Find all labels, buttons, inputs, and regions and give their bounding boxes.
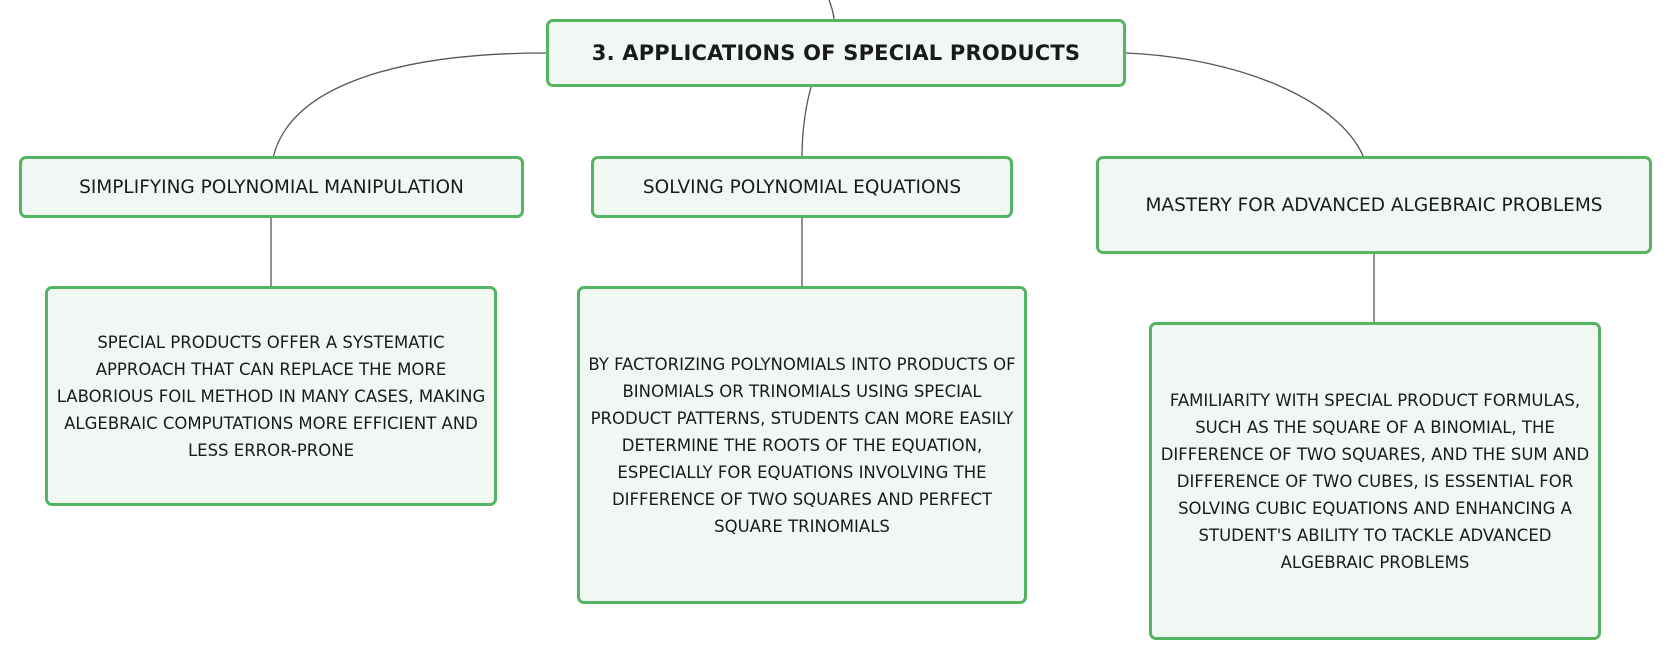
detail-solving-polynomial-equations[interactable]: BY FACTORIZING POLYNOMIALS INTO PRODUCTS… (577, 286, 1027, 604)
branch-label: MASTERY FOR ADVANCED ALGEBRAIC PROBLEMS (1145, 194, 1603, 216)
detail-mastery-advanced-algebraic-problems[interactable]: FAMILIARITY WITH SPECIAL PRODUCT FORMULA… (1149, 322, 1601, 640)
connector-parent-to-root (828, 0, 835, 20)
branch-label: SOLVING POLYNOMIAL EQUATIONS (642, 176, 962, 198)
branch-label: SIMPLIFYING POLYNOMIAL MANIPULATION (79, 176, 464, 198)
detail-simplifying-polynomial-manipulation[interactable]: SPECIAL PRODUCTS OFFER A SYSTEMATIC APPR… (45, 286, 497, 506)
detail-text: BY FACTORIZING POLYNOMIALS INTO PRODUCTS… (588, 354, 1016, 536)
root-topic[interactable]: 3. APPLICATIONS OF SPECIAL PRODUCTS (546, 19, 1126, 87)
branch-simplifying-polynomial-manipulation[interactable]: SIMPLIFYING POLYNOMIAL MANIPULATION (19, 156, 524, 218)
connector-root-to-simplifying (272, 52, 547, 159)
connector-root-to-mastery (1125, 52, 1365, 159)
detail-text: SPECIAL PRODUCTS OFFER A SYSTEMATIC APPR… (56, 332, 486, 460)
connector-root-to-solving (801, 86, 812, 159)
branch-solving-polynomial-equations[interactable]: SOLVING POLYNOMIAL EQUATIONS (591, 156, 1013, 218)
detail-text: FAMILIARITY WITH SPECIAL PRODUCT FORMULA… (1160, 390, 1590, 572)
root-topic-label: 3. APPLICATIONS OF SPECIAL PRODUCTS (591, 41, 1081, 65)
branch-mastery-advanced-algebraic-problems[interactable]: MASTERY FOR ADVANCED ALGEBRAIC PROBLEMS (1096, 156, 1652, 254)
